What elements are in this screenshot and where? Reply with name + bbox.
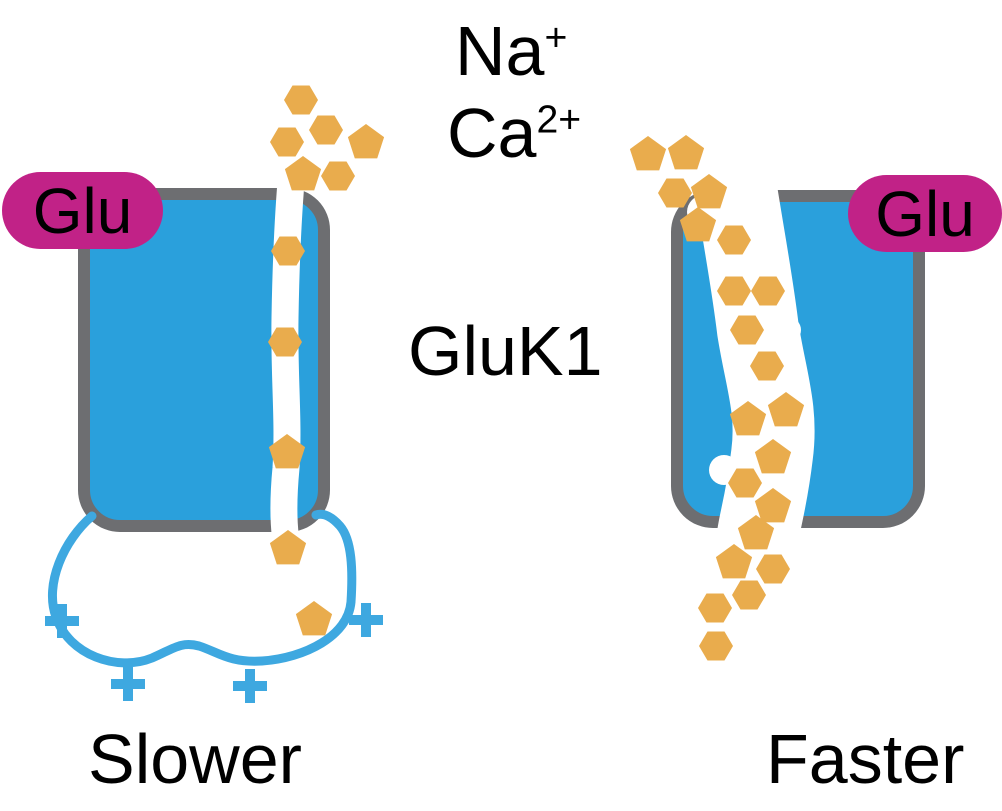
sodium-ion-label: Na+: [455, 12, 568, 90]
hexagon-ion: [728, 468, 762, 498]
pentagon-ion: [295, 601, 333, 636]
ion-stream-left: [268, 85, 385, 636]
caption-faster: Faster: [766, 720, 965, 798]
receptor-name-label: GluK1: [408, 312, 603, 390]
plus-charge-icon: [233, 669, 267, 703]
pentagon-ion: [284, 156, 322, 191]
hexagon-ion: [309, 115, 343, 145]
plus-charge-icon: [111, 667, 145, 701]
right-channel-bulge: [775, 317, 801, 343]
pentagon-ion: [767, 392, 805, 427]
pentagon-ion: [754, 439, 792, 474]
pentagon-ion: [737, 515, 775, 550]
pentagon-ion: [715, 544, 753, 579]
caption-slower: Slower: [88, 720, 302, 798]
hexagon-ion: [750, 351, 784, 381]
hexagon-ion: [271, 236, 305, 266]
hexagon-ion: [730, 315, 764, 345]
hexagon-ion: [270, 127, 304, 157]
calcium-ion-label: Ca2+: [447, 94, 582, 172]
pentagon-ion: [347, 124, 385, 159]
pentagon-ion: [754, 488, 792, 523]
intracellular-domain-outline: [47, 509, 357, 668]
hexagon-ion: [658, 178, 692, 208]
pentagon-ion: [268, 434, 306, 469]
glutamate-ligand-right: Glu: [848, 175, 1002, 252]
hexagon-ion: [698, 593, 732, 623]
hexagon-ion: [756, 554, 790, 584]
hexagon-ion: [699, 631, 733, 661]
pentagon-ion: [269, 530, 307, 565]
hexagon-ion: [321, 161, 355, 191]
hexagon-ion: [732, 580, 766, 610]
left-receptor-body: [78, 188, 330, 532]
plus-charge-icon: [45, 604, 79, 638]
hexagon-ion: [751, 276, 785, 306]
ion-stream-right: [629, 135, 805, 661]
glutamate-label: Glu: [875, 177, 975, 250]
pentagon-ion: [690, 174, 728, 209]
positive-charges: [45, 603, 383, 703]
pentagon-ion: [679, 207, 717, 242]
pentagon-ion: [729, 401, 767, 436]
pentagon-ion: [629, 136, 667, 171]
plus-charge-icon: [349, 603, 383, 637]
left-channel-pore: [270, 156, 306, 574]
glutamate-label: Glu: [32, 174, 133, 247]
hexagon-ion: [284, 85, 318, 115]
pentagon-ion: [667, 135, 705, 170]
hexagon-ion: [717, 225, 751, 255]
hexagon-ion: [717, 276, 751, 306]
glutamate-ligand-left: Glu: [2, 172, 163, 249]
hexagon-ion: [268, 327, 302, 357]
